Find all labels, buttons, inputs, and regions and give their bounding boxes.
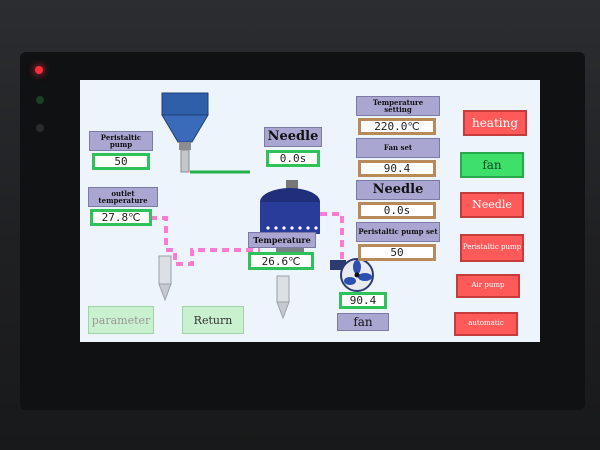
collector-cone-icon	[276, 275, 290, 320]
process-diagram	[150, 92, 374, 320]
peristaltic-pump-button[interactable]: Peristaltic pump	[460, 234, 524, 262]
needle-button[interactable]: Needle	[460, 192, 524, 218]
feed-hopper-icon	[161, 92, 209, 173]
needle-setting-value[interactable]: 0.0s	[358, 202, 436, 219]
needle-label: Needle	[264, 127, 322, 147]
temperature-setting-value[interactable]: 220.0℃	[358, 118, 436, 135]
pump-set-value[interactable]: 50	[358, 244, 436, 261]
temperature-setting-label: Temperature setting	[356, 96, 440, 116]
outlet-temperature-value: 27.8℃	[90, 209, 152, 226]
fan-button[interactable]: fan	[460, 152, 524, 178]
status-led-icon	[36, 96, 44, 104]
automatic-button[interactable]: automatic	[454, 312, 518, 336]
collector-cone-icon	[158, 255, 172, 302]
comm-led-icon	[36, 124, 44, 132]
fan-set-value[interactable]: 90.4	[358, 160, 436, 177]
peristaltic-pump-value: 50	[92, 153, 150, 170]
pump-set-label: Peristaltic pump set	[356, 222, 440, 242]
fan-set-label: Fan set	[356, 138, 440, 158]
power-led-icon	[35, 66, 43, 74]
needle-value: 0.0s	[266, 150, 320, 167]
needle-setting-label: Needle	[356, 180, 440, 200]
temperature-value: 26.6℃	[248, 252, 314, 270]
fan-value: 90.4	[339, 292, 387, 309]
parameter-button[interactable]: parameter	[88, 306, 154, 334]
heating-button[interactable]: heating	[463, 110, 527, 136]
fan-label: fan	[337, 313, 389, 331]
reactor-vessel-icon	[260, 180, 320, 254]
hmi-screen: Peristaltic pump 50 outlet temperature 2…	[80, 80, 540, 342]
return-button[interactable]: Return	[182, 306, 244, 334]
fan-blower-icon	[330, 258, 374, 292]
outlet-temperature-label: outlet temperature	[88, 187, 158, 207]
peristaltic-pump-label: Peristaltic pump	[89, 131, 153, 151]
air-pump-button[interactable]: Air pump	[456, 274, 520, 298]
temperature-label: Temperature	[248, 232, 316, 248]
